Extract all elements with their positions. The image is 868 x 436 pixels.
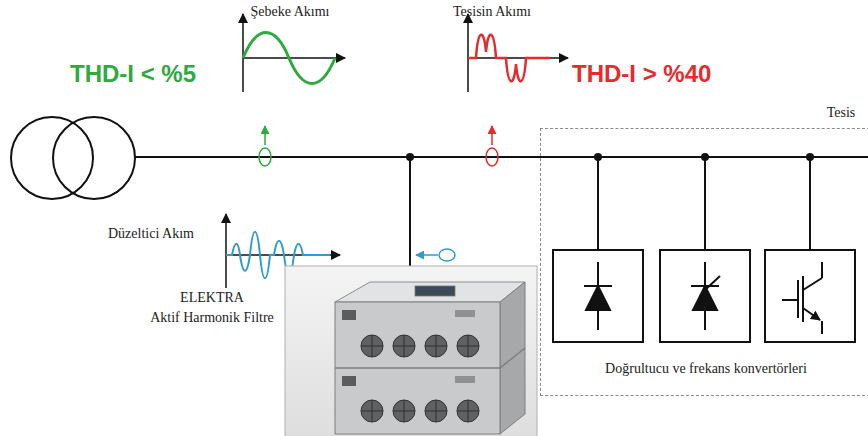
current-sensor-blue — [416, 249, 455, 261]
thd-value: THD-I < %5 — [70, 60, 196, 89]
plant-current-graph — [468, 14, 568, 92]
transformer-symbol — [11, 117, 135, 199]
region-heading: Tesis — [827, 105, 856, 122]
grid-current-graph — [243, 14, 345, 92]
bus-line — [135, 156, 868, 158]
device-name: Aktif Harmonik Filtre — [150, 310, 274, 327]
group-caption: Doğrultucu ve frekans konvertörleri — [605, 361, 807, 378]
thyristor-symbol — [691, 262, 720, 330]
thd-value: THD-I > %40 — [572, 60, 711, 89]
filter-device-photo — [285, 266, 537, 436]
graph-title: Tesisin Akımı — [453, 4, 531, 21]
diode-symbol — [584, 262, 612, 330]
graph-title: Şebeke Akımı — [251, 4, 330, 21]
graph-title: Düzeltici Akım — [108, 226, 194, 243]
converter-boxes — [553, 250, 855, 342]
device-name: ELEKTRA — [180, 290, 244, 307]
plant-region: TesisDoğrultucu ve frekans konvertörleri — [540, 128, 868, 396]
current-sensor-green — [259, 126, 271, 166]
current-sensor-red — [486, 126, 498, 166]
junction-dots — [406, 153, 814, 161]
igbt-symbol — [782, 262, 822, 334]
